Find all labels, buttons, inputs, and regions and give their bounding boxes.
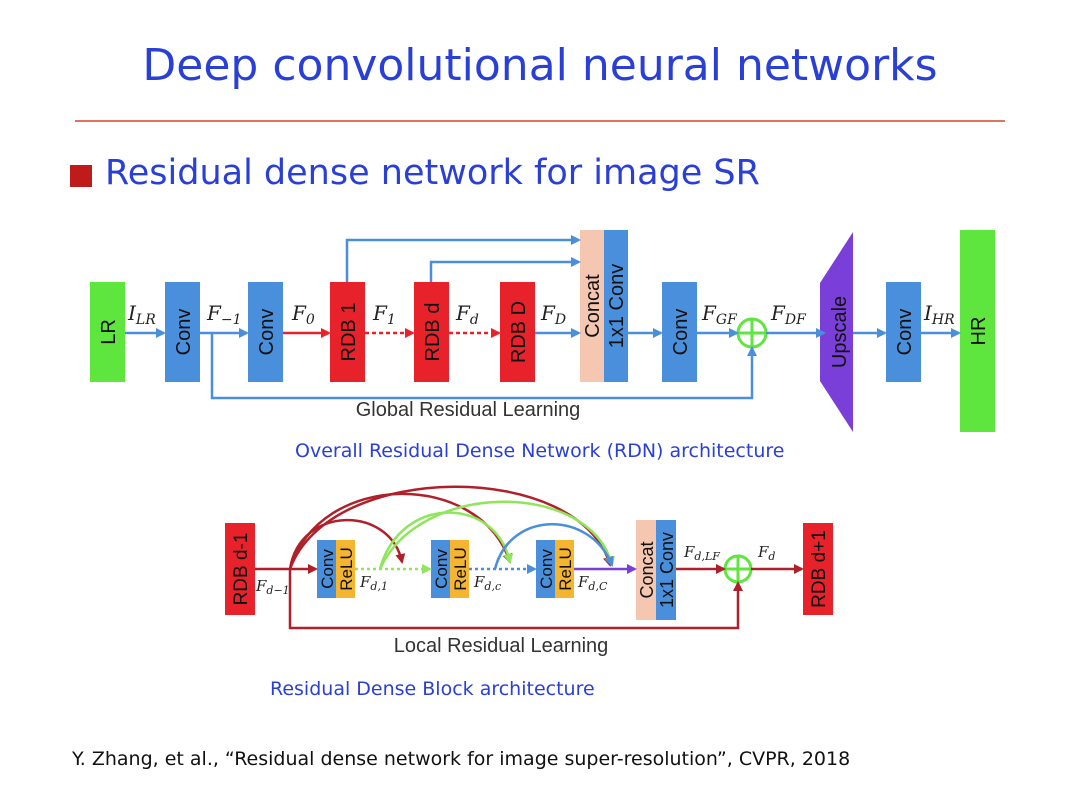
rdb1-block — [330, 282, 365, 382]
rdb-skip-in-to-2 — [288, 518, 406, 570]
rdb-concat-label: Concat — [637, 541, 657, 598]
rdbd-label: RDB d — [422, 303, 444, 362]
hr-label: HR — [968, 317, 990, 346]
conv1x1-block — [604, 230, 628, 382]
sig-fm1: F−1 — [206, 301, 242, 328]
rdb-conv2-label: Conv — [432, 549, 451, 589]
sig-f0: F0 — [291, 301, 315, 328]
conv3-block — [662, 282, 697, 382]
rdb-next-block — [803, 523, 833, 615]
sig-fdC: Fd,C — [577, 573, 608, 593]
sig-fdm1: Fd−1 — [255, 577, 290, 597]
sig-fD: FD — [540, 301, 566, 328]
sig-fgf: FGF — [701, 301, 738, 328]
rdn-diagram: LR Conv Conv RDB 1 RDB d RDB D Concat 1x… — [90, 230, 995, 432]
rdb-skip-2-to-concat — [493, 523, 614, 570]
bullet-marker — [70, 165, 92, 187]
slide-title: Deep convolutional neural networks — [142, 40, 938, 91]
rdb-conv3-label: Conv — [537, 549, 556, 589]
rdb-relu1-block — [336, 540, 355, 598]
rdb-conv1-label: Conv — [318, 549, 337, 589]
conv1-label: Conv — [173, 309, 195, 356]
sig-ilr: ILR — [127, 301, 156, 328]
sig-f1: F1 — [372, 301, 396, 328]
rdb-relu1-label: ReLU — [337, 547, 356, 590]
rdb-relu3-label: ReLU — [556, 547, 575, 590]
rdb-conv1x1-block — [656, 520, 676, 620]
rdn-caption: Overall Residual Dense Network (RDN) arc… — [295, 440, 785, 462]
conv4-block — [886, 282, 921, 382]
rdb-conv2-block — [431, 540, 450, 598]
sig-fdc: Fd,c — [473, 573, 501, 593]
sig-fdout: Fd — [757, 543, 775, 563]
rdb-next-label: RDB d+1 — [809, 530, 830, 608]
rdbD-block — [500, 282, 535, 382]
conv4-label: Conv — [894, 309, 916, 356]
rdb-conv1-block — [317, 540, 336, 598]
upscale-label: Upscale — [829, 296, 851, 368]
local-residual-path — [288, 569, 743, 630]
lr-label: LR — [98, 319, 120, 345]
rdb-diagram: RDB d-1 Conv ReLU Conv ReLU Conv ReLU Co… — [225, 485, 833, 657]
sig-fd1: Fd,1 — [359, 573, 388, 593]
local-residual-label: Local Residual Learning — [394, 635, 609, 657]
sig-fdf: FDF — [770, 301, 807, 328]
conv1-block — [165, 282, 200, 382]
title-divider — [75, 120, 1005, 122]
bullet-text: Residual dense network for image SR — [105, 153, 760, 193]
conv2-label: Conv — [256, 309, 278, 356]
arrow-rdb1-concat — [345, 235, 581, 282]
rdb-relu2-label: ReLU — [451, 547, 470, 590]
global-residual-path — [210, 333, 757, 400]
rdb-skip-1-to-concat — [378, 500, 615, 570]
citation: Y. Zhang, et al., “Residual dense networ… — [72, 748, 851, 770]
rdb-conv1x1-label: 1x1 Conv — [657, 532, 677, 608]
sig-fdlf: Fd,LF — [683, 543, 720, 563]
sig-ihr: IHR — [923, 301, 955, 328]
rdb-conv3-block — [536, 540, 555, 598]
rdb1-label: RDB 1 — [338, 303, 360, 362]
conv1x1-label: 1x1 Conv — [606, 264, 628, 349]
rdbd-block — [414, 282, 449, 382]
rdb-concat-block — [636, 520, 656, 620]
lr-block — [90, 282, 125, 382]
rdb-relu3-block — [555, 540, 574, 598]
rdb-relu2-block — [450, 540, 469, 598]
rdbD-label: RDB D — [508, 301, 530, 363]
rdb-prev-block — [225, 523, 255, 615]
sig-fd: Fd — [455, 301, 479, 328]
concat-block — [580, 230, 604, 382]
upscale-block — [820, 232, 853, 432]
conv3-label: Conv — [670, 309, 692, 356]
conv2-block — [248, 282, 283, 382]
rdb-prev-label: RDB d-1 — [231, 533, 252, 606]
rdb-caption: Residual Dense Block architecture — [270, 678, 595, 700]
concat-label: Concat — [582, 274, 604, 338]
arrow-rdbd-concat — [429, 257, 581, 282]
global-residual-label: Global Residual Learning — [356, 399, 581, 421]
hr-block — [960, 230, 995, 432]
